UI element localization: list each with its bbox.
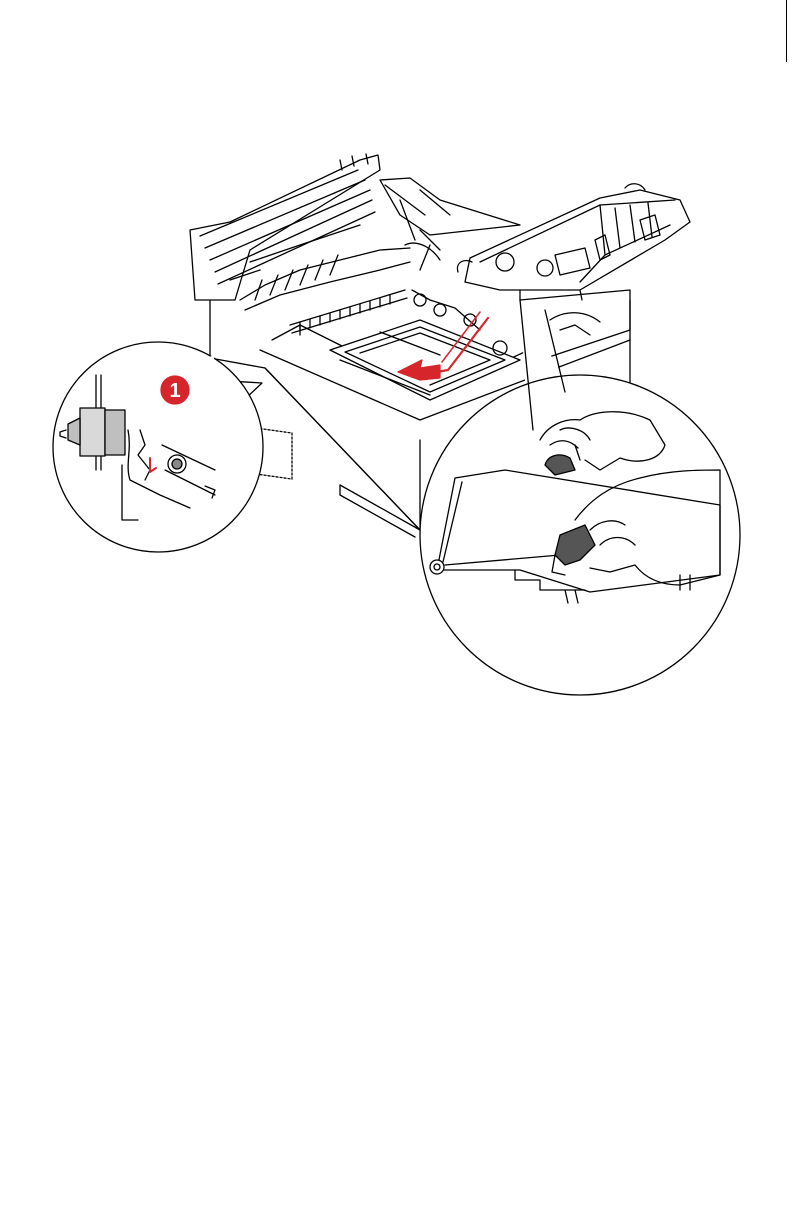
belt-unit bbox=[457, 184, 690, 300]
step-number-label: 1 bbox=[169, 380, 180, 402]
callout-lever-detail bbox=[53, 342, 268, 552]
printer-belt-removal-illustration: 1 bbox=[0, 0, 792, 720]
